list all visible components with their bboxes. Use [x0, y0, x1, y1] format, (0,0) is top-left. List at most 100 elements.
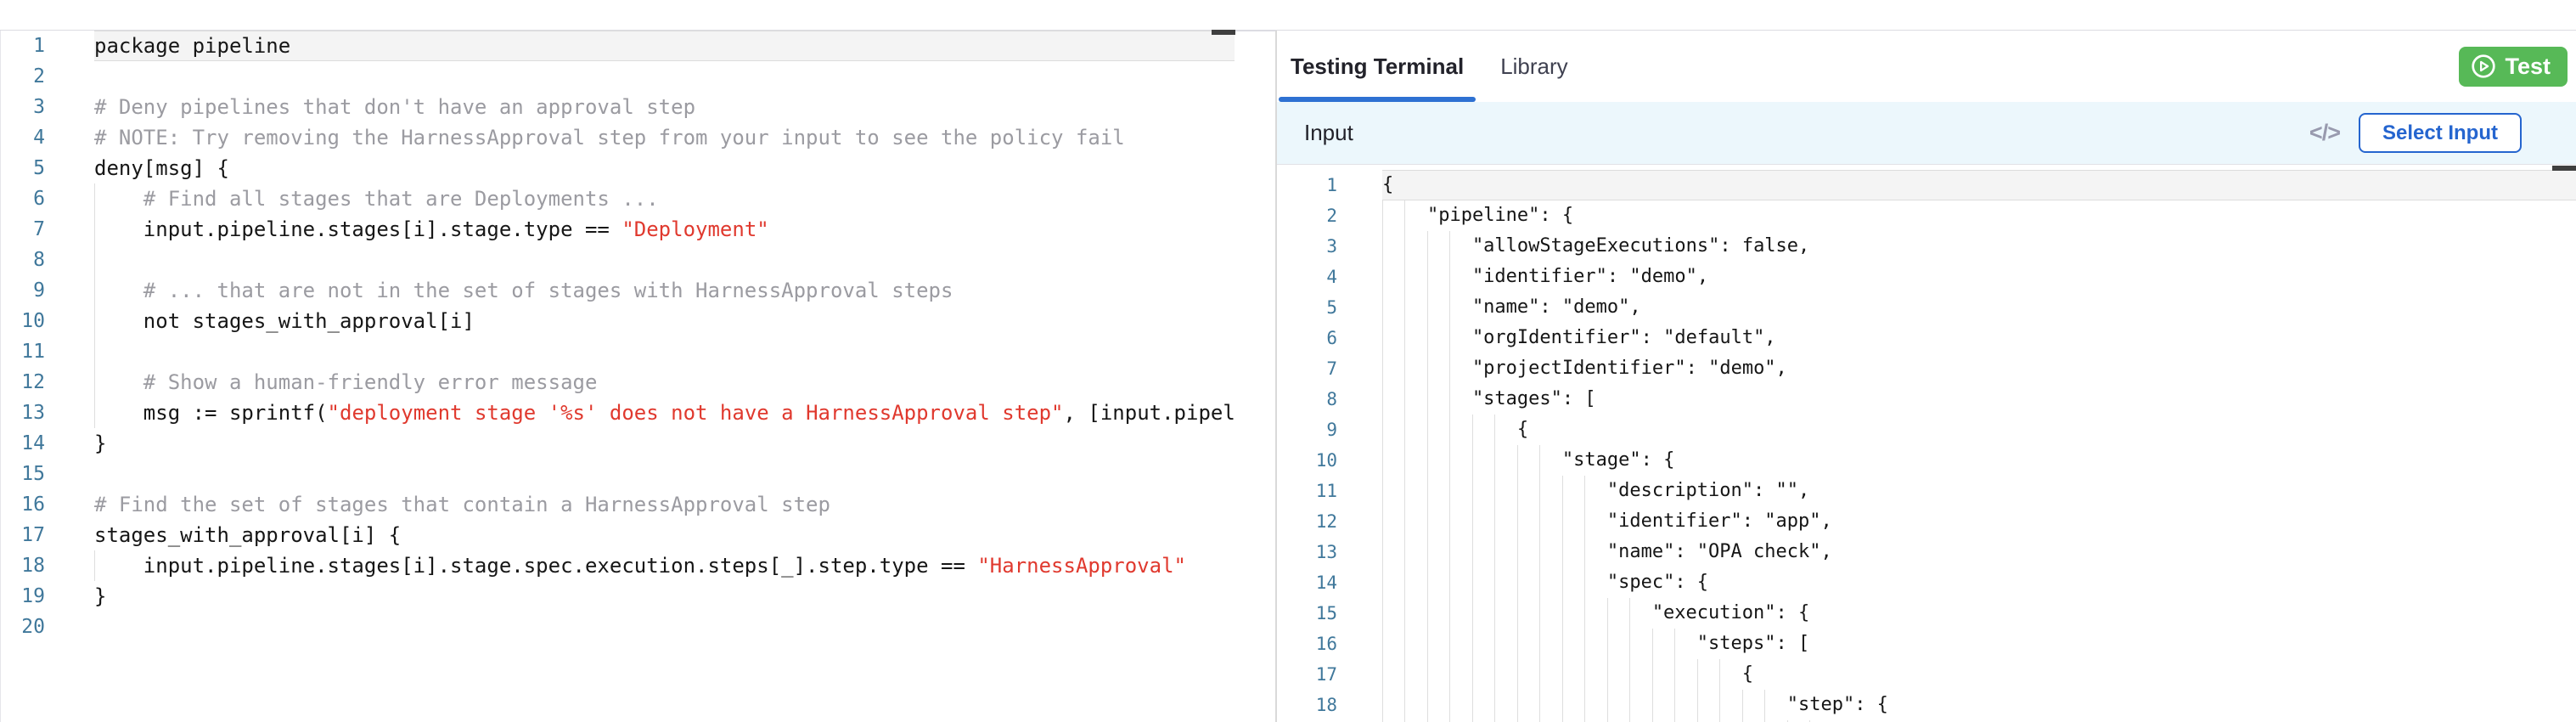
input-json-editor[interactable]: 1{2"pipeline": {3"allowStageExecutions":…	[1277, 170, 2576, 722]
code-line-content[interactable]: package pipeline	[94, 31, 1235, 61]
tab-testing-terminal[interactable]: Testing Terminal	[1279, 31, 1476, 102]
code-line-content[interactable]: "description": "",	[1382, 476, 2576, 506]
code-line-content[interactable]: "name": "demo",	[1382, 292, 2576, 323]
code-line-content[interactable]: "identifier": "app",	[1382, 506, 2576, 537]
indent-guide	[1382, 323, 1404, 353]
code-view-icon[interactable]: </>	[2309, 120, 2341, 145]
code-line-content[interactable]: "stage": {	[1382, 445, 2576, 476]
code-line[interactable]: 4 # NOTE: Try removing the HarnessApprova…	[1, 122, 1235, 153]
indent-guide	[1539, 598, 1561, 629]
code-line-content[interactable]: "stages": [	[1382, 384, 2576, 415]
line-number: 4	[33, 127, 45, 149]
code-line-content[interactable]: "step": {	[1382, 690, 2576, 720]
code-line-content[interactable]: "identifier": "demo",	[1382, 262, 2576, 292]
code-line[interactable]: 12"identifier": "app",	[1277, 506, 2576, 537]
code-line[interactable]: 18"step": {	[1277, 690, 2576, 720]
code-text: "step": {	[1786, 694, 1888, 715]
code-line-content[interactable]: msg := sprintf("deployment stage '%s' do…	[94, 398, 1235, 428]
indent-guide	[1629, 629, 1651, 659]
code-line[interactable]: 17{	[1277, 659, 2576, 690]
code-line[interactable]: 9{	[1277, 415, 2576, 445]
code-line[interactable]: 7"projectIdentifier": "demo",	[1277, 353, 2576, 384]
code-line-content[interactable]: # Find all stages that are Deployments .…	[94, 183, 1235, 214]
code-line[interactable]: 14"spec": {	[1277, 567, 2576, 598]
policy-editor-scrollbar-thumb[interactable]	[1212, 30, 1235, 35]
select-input-button[interactable]: Select Input	[2358, 113, 2522, 153]
code-line-content[interactable]: {	[1382, 170, 2576, 200]
test-button[interactable]: Test	[2459, 46, 2568, 87]
indent-guide	[1404, 537, 1426, 567]
code-line-content[interactable]: # ... that are not in the set of stages …	[94, 275, 1235, 306]
code-line-content[interactable]: input.pipeline.stages[i].stage.spec.exec…	[94, 550, 1235, 581]
code-line-content[interactable]: # NOTE: Try removing the HarnessApproval…	[94, 122, 1235, 153]
code-line-content[interactable]: # Find the set of stages that contain a …	[94, 489, 1235, 520]
code-line-content[interactable]: "steps": [	[1382, 629, 2576, 659]
code-line-content[interactable]	[94, 61, 1235, 92]
line-number: 19	[21, 585, 45, 607]
code-line[interactable]: 12# Show a human-friendly error message	[1, 367, 1235, 398]
code-line[interactable]: 11	[1, 336, 1235, 367]
code-line-content[interactable]: # Deny pipelines that don't have an appr…	[94, 92, 1235, 122]
code-line-content[interactable]	[94, 245, 1235, 275]
code-line[interactable]: 9# ... that are not in the set of stages…	[1, 275, 1235, 306]
indent-guide	[1426, 659, 1449, 690]
code-line[interactable]: 1{	[1277, 170, 2576, 200]
code-line-content[interactable]	[94, 459, 1235, 489]
code-line-content[interactable]: }	[94, 581, 1235, 612]
code-line[interactable]: 15	[1, 459, 1235, 489]
code-line-content[interactable]: {	[1382, 415, 2576, 445]
indent-guide	[1382, 231, 1404, 262]
code-line[interactable]: 2	[1, 61, 1235, 92]
code-line-content[interactable]: "allowStageExecutions": false,	[1382, 231, 2576, 262]
code-line[interactable]: 2"pipeline": {	[1277, 200, 2576, 231]
code-line-content[interactable]: {	[1382, 659, 2576, 690]
code-line[interactable]: 6# Find all stages that are Deployments …	[1, 183, 1235, 214]
tab-library[interactable]: Library	[1500, 53, 1568, 79]
code-line-content[interactable]	[1382, 720, 2576, 722]
code-line[interactable]: 10"stage": {	[1277, 445, 2576, 476]
code-line-content[interactable]: "pipeline": {	[1382, 200, 2576, 231]
code-line-content[interactable]: "projectIdentifier": "demo",	[1382, 353, 2576, 384]
code-line[interactable]: 19}	[1, 581, 1235, 612]
code-line-content[interactable]: "spec": {	[1382, 567, 2576, 598]
code-line[interactable]: 13"name": "OPA check",	[1277, 537, 2576, 567]
code-line-content[interactable]: stages_with_approval[i] {	[94, 520, 1235, 550]
code-line[interactable]: 16"steps": [	[1277, 629, 2576, 659]
code-line-content[interactable]	[94, 612, 1235, 642]
code-line-content[interactable]: not stages_with_approval[i]	[94, 306, 1235, 336]
indent-guide	[1382, 537, 1404, 567]
code-line-content[interactable]: deny[msg] {	[94, 153, 1235, 183]
code-line[interactable]: 4"identifier": "demo",	[1277, 262, 2576, 292]
code-line[interactable]: 15"execution": {	[1277, 598, 2576, 629]
code-line[interactable]: 8	[1, 245, 1235, 275]
code-line-content[interactable]	[94, 336, 1235, 367]
code-line-content[interactable]: "orgIdentifier": "default",	[1382, 323, 2576, 353]
code-line[interactable]: 20	[1, 612, 1235, 642]
testing-panel-tabs-row: Testing Terminal Library Test	[1277, 31, 2576, 102]
code-line[interactable]: 16# Find the set of stages that contain …	[1, 489, 1235, 520]
code-line[interactable]: 6"orgIdentifier": "default",	[1277, 323, 2576, 353]
code-line[interactable]: 19	[1277, 720, 2576, 722]
code-line[interactable]: 8"stages": [	[1277, 384, 2576, 415]
panel-splitter[interactable]	[1275, 31, 1277, 722]
code-line[interactable]: 11"description": "",	[1277, 476, 2576, 506]
code-line-content[interactable]: # Show a human-friendly error message	[94, 367, 1235, 398]
code-line-content[interactable]: input.pipeline.stages[i].stage.type == "…	[94, 214, 1235, 245]
indent-guide	[1584, 659, 1606, 690]
code-line-content[interactable]: }	[94, 428, 1235, 459]
code-line[interactable]: 14}	[1, 428, 1235, 459]
input-editor-scrollbar-thumb[interactable]	[2552, 166, 2576, 171]
code-line-content[interactable]: "name": "OPA check",	[1382, 537, 2576, 567]
code-line-content[interactable]: "execution": {	[1382, 598, 2576, 629]
code-line[interactable]: 5"name": "demo",	[1277, 292, 2576, 323]
code-line[interactable]: 3# Deny pipelines that don't have an app…	[1, 92, 1235, 122]
code-line[interactable]: 3"allowStageExecutions": false,	[1277, 231, 2576, 262]
